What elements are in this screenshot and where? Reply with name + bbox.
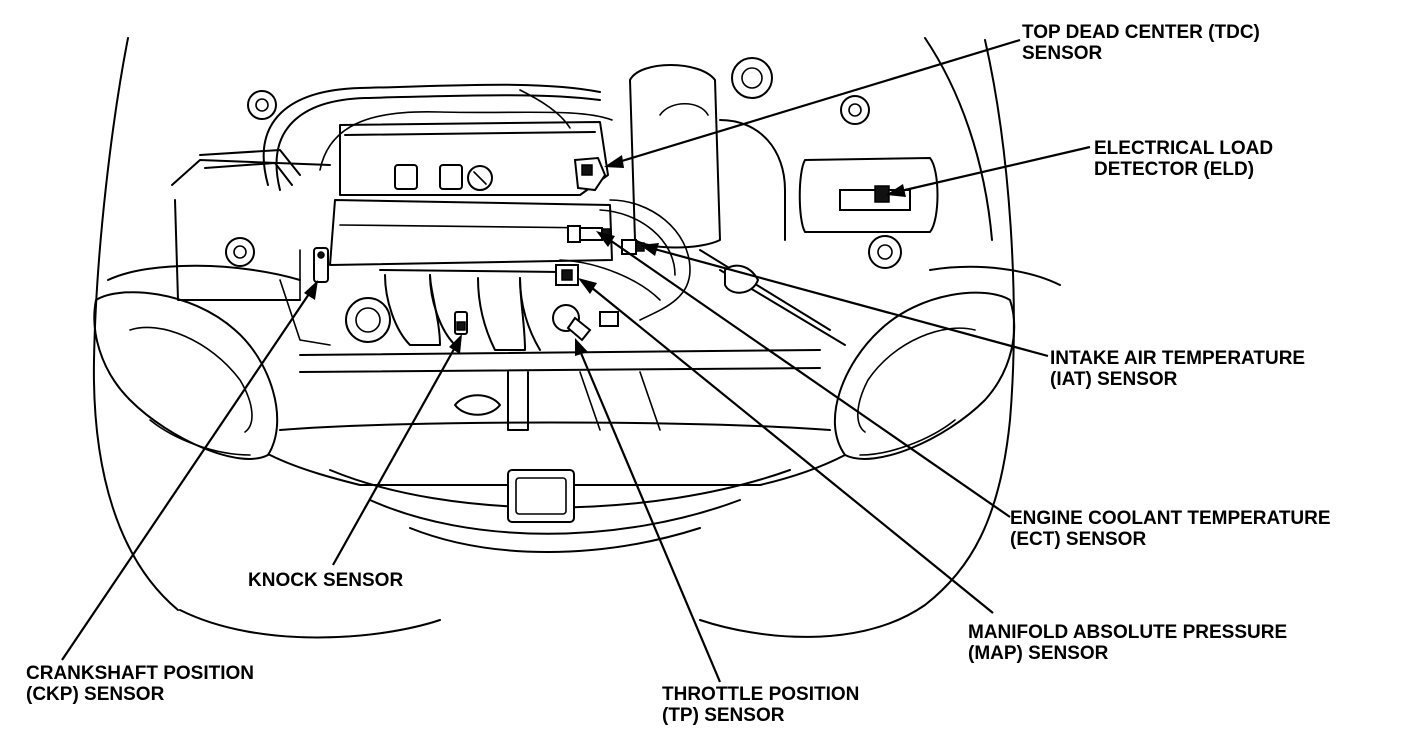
label-tp-line1: THROTTLE POSITION	[662, 684, 860, 705]
leader-knock	[332, 341, 459, 566]
label-map-line1: MANIFOLD ABSOLUTE PRESSURE	[968, 622, 1288, 643]
front-bumper	[179, 421, 926, 639]
label-knock-sensor: KNOCK SENSOR	[248, 570, 403, 591]
label-eld-line1: ELECTRICAL LOAD	[1094, 138, 1274, 159]
arrowhead-ect	[596, 231, 615, 247]
leader-eld	[891, 145, 1091, 195]
engine-left-side	[171, 159, 331, 346]
arrowhead-tdc	[604, 155, 624, 168]
arrowhead-map	[578, 278, 597, 294]
car-body-outline	[92, 37, 1061, 611]
left-headlight	[93, 291, 279, 460]
right-headlight	[833, 291, 1016, 460]
label-tdc-sensor: TOP DEAD CENTER (TDC) SENSOR	[1022, 22, 1260, 64]
leader-map	[585, 282, 994, 614]
leader-tp	[576, 345, 722, 683]
fender-details	[225, 57, 902, 269]
tp-sensor	[552, 304, 619, 342]
leader-lines	[61, 38, 1091, 683]
label-knock-line1: KNOCK SENSOR	[248, 570, 404, 591]
radiator-support	[299, 349, 821, 431]
label-tp-line2: (TP) SENSOR	[662, 705, 785, 726]
arrowhead-knock	[449, 334, 462, 354]
label-iat-line1: INTAKE AIR TEMPERATURE	[1050, 348, 1306, 369]
arrowhead-tp	[575, 338, 588, 356]
arrowhead-eld	[886, 184, 906, 197]
label-iat-sensor: INTAKE AIR TEMPERATURE (IAT) SENSOR	[1050, 348, 1305, 390]
intake-manifold	[345, 269, 561, 351]
label-ect-line2: (ECT) SENSOR	[1010, 529, 1147, 550]
label-tdc-line2: SENSOR	[1022, 43, 1103, 64]
label-tdc-line1: TOP DEAD CENTER (TDC)	[1022, 22, 1260, 43]
engine-head	[329, 121, 613, 266]
label-eld-line2: DETECTOR (ELD)	[1094, 159, 1255, 180]
label-tp-sensor: THROTTLE POSITION (TP) SENSOR	[662, 684, 859, 726]
label-iat-line2: (IAT) SENSOR	[1050, 369, 1178, 390]
label-eld: ELECTRICAL LOAD DETECTOR (ELD)	[1094, 138, 1273, 180]
label-ckp-line2: (CKP) SENSOR	[26, 684, 165, 705]
label-map-sensor: MANIFOLD ABSOLUTE PRESSURE (MAP) SENSOR	[968, 622, 1287, 664]
label-map-line2: (MAP) SENSOR	[968, 643, 1109, 664]
leader-tdc	[611, 38, 1021, 166]
under-hood-fuse-box	[798, 157, 939, 233]
label-ckp-line1: CRANKSHAFT POSITION	[26, 663, 254, 684]
label-ckp-sensor: CRANKSHAFT POSITION (CKP) SENSOR	[26, 663, 254, 705]
arrowhead-iat	[640, 243, 659, 256]
leader-ect	[603, 235, 1011, 518]
leader-iat	[646, 245, 1049, 358]
leader-ckp	[61, 287, 314, 661]
tdc-sensor	[573, 156, 607, 192]
wiring-harness	[199, 83, 691, 321]
map-sensor	[555, 264, 579, 286]
label-ect-line1: ENGINE COOLANT TEMPERATURE	[1010, 508, 1331, 529]
label-ect-sensor: ENGINE COOLANT TEMPERATURE (ECT) SENSOR	[1010, 508, 1331, 550]
ckp-sensor	[313, 247, 329, 283]
air-intake	[629, 64, 846, 346]
knock-sensor	[454, 311, 468, 335]
arrowhead-ckp	[304, 280, 318, 300]
